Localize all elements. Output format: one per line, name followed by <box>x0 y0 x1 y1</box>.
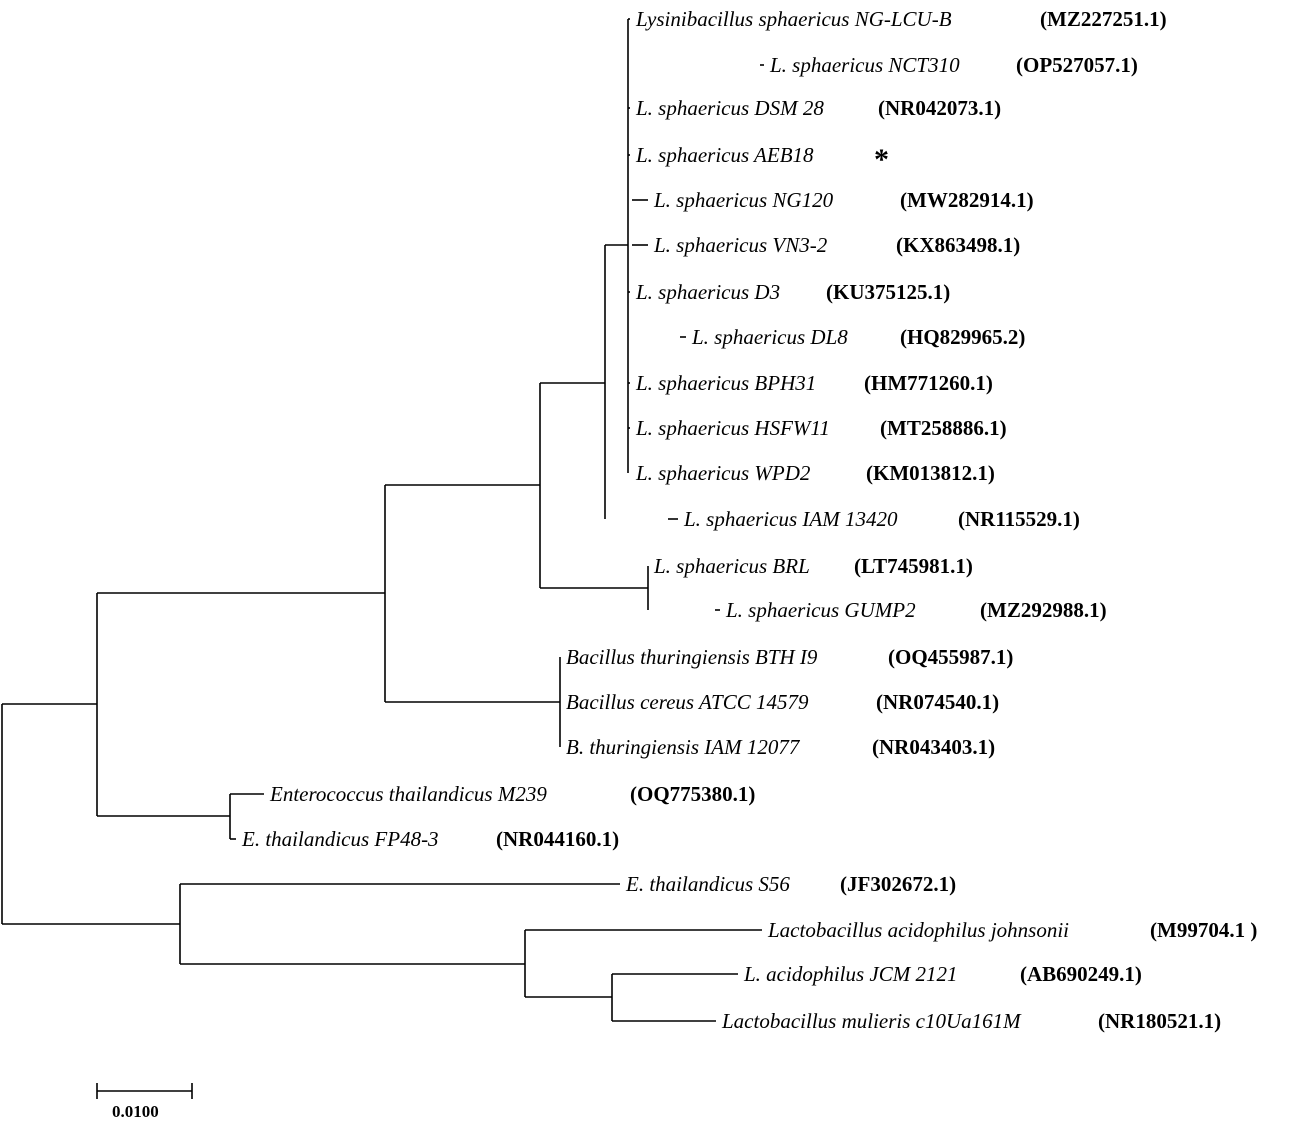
leaf-name-2: L. sphaericus DSM 28 <box>635 96 824 120</box>
tree-labels: Lysinibacillus sphaericus NG-LCU-B (MZ227… <box>241 7 1257 1033</box>
leaf-accession-8: (HM771260.1) <box>864 371 993 395</box>
leaf-name-1: L. sphaericus NCT310 <box>769 53 960 77</box>
tree-branches <box>1 18 764 1022</box>
leaf-name-19: E. thailandicus S56 <box>625 872 790 896</box>
leaf-name-20: Lactobacillus acidophilus johnsonii <box>767 918 1069 942</box>
leaf-mark-3: * <box>874 143 889 176</box>
leaf-accession-17: (OQ775380.1) <box>630 782 755 806</box>
leaf-name-9: L. sphaericus HSFW11 <box>635 416 830 440</box>
leaf-accession-1: (OP527057.1) <box>1016 53 1138 77</box>
leaf-accession-2: (NR042073.1) <box>878 96 1001 120</box>
scale-bar-label: 0.0100 <box>112 1102 159 1121</box>
leaf-name-0: Lysinibacillus sphaericus NG-LCU-B <box>635 7 952 31</box>
leaf-accession-16: (NR043403.1) <box>872 735 995 759</box>
leaf-accession-9: (MT258886.1) <box>880 416 1007 440</box>
leaf-name-14: Bacillus thuringiensis BTH I9 <box>566 645 818 669</box>
leaf-name-13: L. sphaericus GUMP2 <box>725 598 916 622</box>
leaf-accession-14: (OQ455987.1) <box>888 645 1013 669</box>
leaf-name-16: B. thuringiensis IAM 12077 <box>566 735 801 759</box>
leaf-accession-4: (MW282914.1) <box>900 188 1034 212</box>
leaf-accession-19: (JF302672.1) <box>840 872 956 896</box>
leaf-name-5: L. sphaericus VN3-2 <box>653 233 828 257</box>
leaf-name-11: L. sphaericus IAM 13420 <box>683 507 898 531</box>
leaf-name-15: Bacillus cereus ATCC 14579 <box>566 690 809 714</box>
leaf-name-18: E. thailandicus FP48-3 <box>241 827 439 851</box>
leaf-name-6: L. sphaericus D3 <box>635 280 780 304</box>
leaf-accession-5: (KX863498.1) <box>896 233 1020 257</box>
leaf-name-17: Enterococcus thailandicus M239 <box>269 782 547 806</box>
leaf-accession-6: (KU375125.1) <box>826 280 950 304</box>
leaf-name-10: L. sphaericus WPD2 <box>635 461 811 485</box>
leaf-accession-21: (AB690249.1) <box>1020 962 1142 986</box>
leaf-accession-0: (MZ227251.1) <box>1040 7 1167 31</box>
leaf-accession-12: (LT745981.1) <box>854 554 973 578</box>
leaf-accession-20: (M99704.1 ) <box>1150 918 1257 942</box>
leaf-name-12: L. sphaericus BRL <box>653 554 810 578</box>
leaf-accession-10: (KM013812.1) <box>866 461 995 485</box>
leaf-accession-7: (HQ829965.2) <box>900 325 1025 349</box>
leaf-accession-13: (MZ292988.1) <box>980 598 1107 622</box>
leaf-name-21: L. acidophilus JCM 2121 <box>743 962 958 986</box>
leaf-accession-18: (NR044160.1) <box>496 827 619 851</box>
leaf-accession-22: (NR180521.1) <box>1098 1009 1221 1033</box>
leaf-name-22: Lactobacillus mulieris c10Ua161M <box>721 1009 1022 1033</box>
leaf-name-8: L. sphaericus BPH31 <box>635 371 816 395</box>
leaf-accession-15: (NR074540.1) <box>876 690 999 714</box>
leaf-accession-11: (NR115529.1) <box>958 507 1080 531</box>
leaf-name-7: L. sphaericus DL8 <box>691 325 848 349</box>
leaf-name-4: L. sphaericus NG120 <box>653 188 834 212</box>
scale-bar: 0.0100 <box>96 1083 193 1121</box>
leaf-name-3: L. sphaericus AEB18 <box>635 143 814 167</box>
